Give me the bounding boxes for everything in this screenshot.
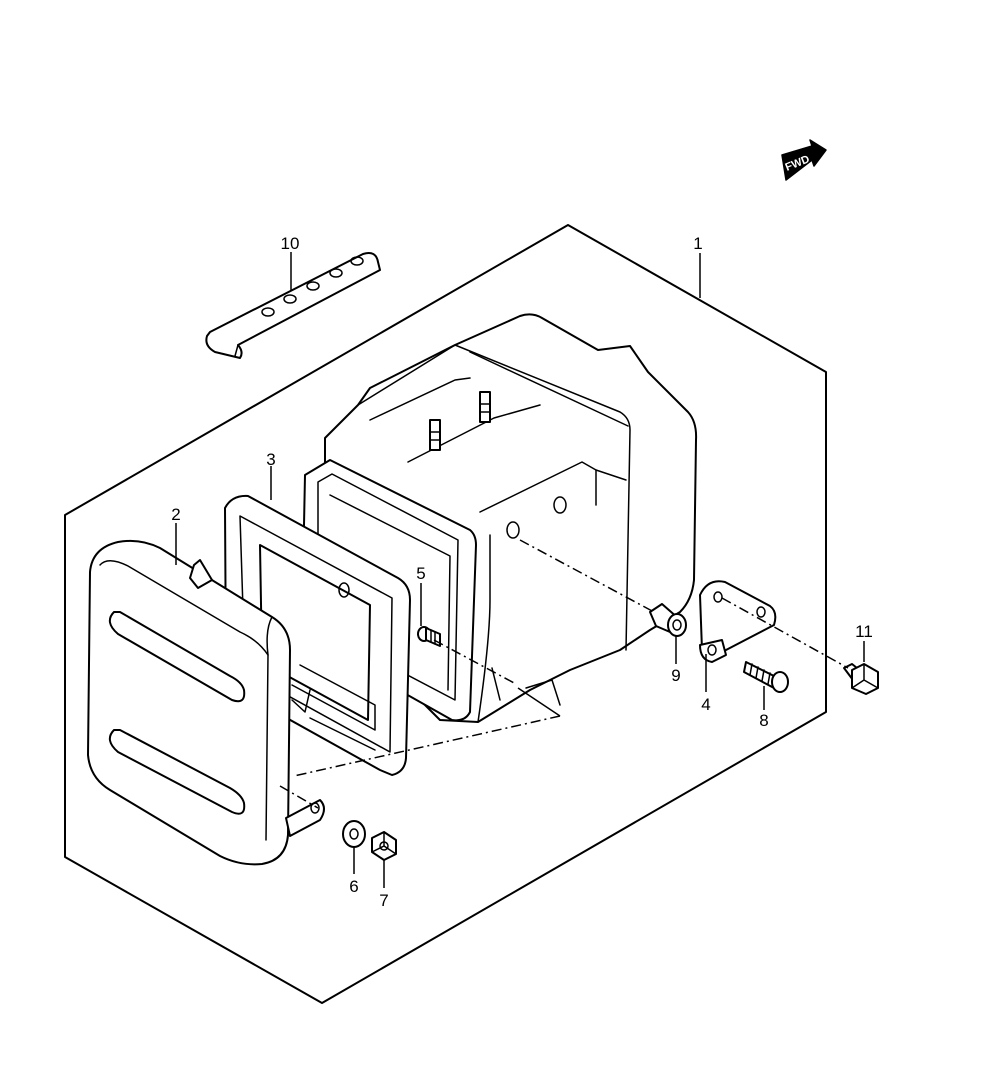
callout-2: 2	[171, 505, 180, 524]
alignment-line	[433, 639, 517, 685]
bracket-part-10	[205, 252, 381, 359]
callout-6: 6	[349, 877, 358, 896]
alignment-line	[721, 597, 849, 669]
fwd-arrow-icon: FWD	[781, 139, 827, 181]
screw-part-5	[417, 626, 441, 647]
alignment-line	[293, 715, 561, 777]
callout-4: 4	[701, 695, 710, 714]
lens-part-2	[87, 539, 325, 866]
callout-1: 1	[693, 234, 702, 253]
callout-8: 8	[759, 711, 768, 730]
screw-part-8	[743, 661, 789, 693]
callout-5: 5	[416, 564, 425, 583]
callout-10: 10	[281, 234, 300, 253]
callout-11: 11	[855, 622, 873, 641]
callout-3: 3	[266, 450, 275, 469]
bolt-part-11	[843, 663, 879, 695]
grommet-part-9	[649, 603, 687, 637]
washer-part-6	[342, 820, 366, 848]
nut-part-7	[371, 831, 397, 861]
assembly-boundary	[64, 224, 827, 1004]
alignment-line	[517, 687, 561, 717]
alignment-line	[519, 539, 655, 613]
callout-7: 7	[379, 891, 388, 910]
alignment-line	[279, 785, 319, 809]
callout-9: 9	[671, 666, 680, 685]
